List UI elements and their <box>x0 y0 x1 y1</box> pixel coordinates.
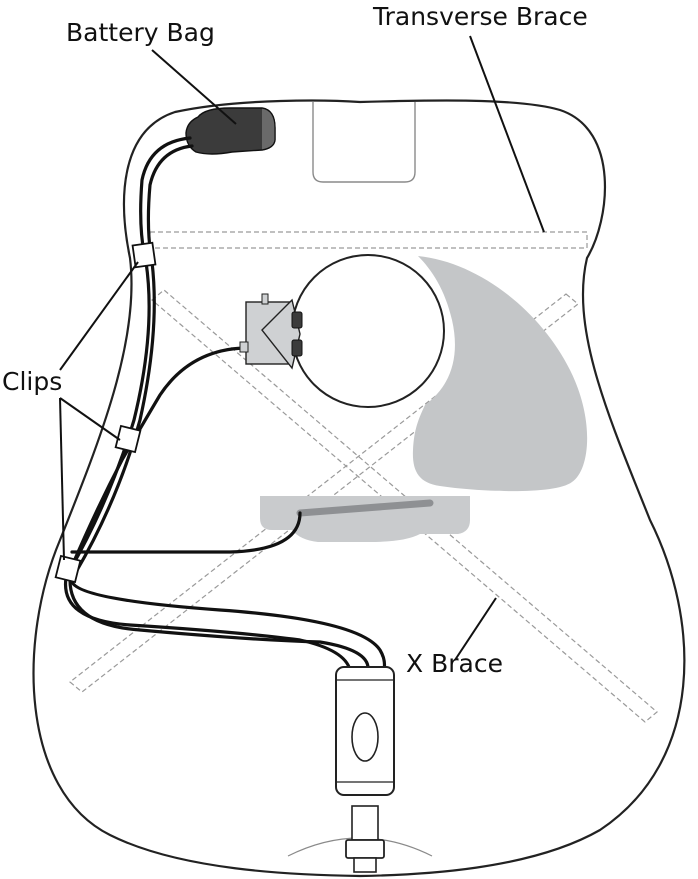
preamp-knob-bottom <box>292 340 302 356</box>
preamp-unit <box>240 294 302 368</box>
label-battery-bag: Battery Bag <box>66 18 215 47</box>
clip-bottom <box>56 556 81 582</box>
jack-nut <box>346 840 384 858</box>
preamp-knob-top <box>292 312 302 328</box>
soundhole <box>292 255 444 407</box>
battery-bag <box>186 108 275 154</box>
jack-shaft <box>352 806 378 840</box>
label-clips: Clips <box>2 367 62 396</box>
jack-end <box>354 858 376 872</box>
preamp-tab <box>262 294 268 304</box>
jack-label-oval <box>352 713 378 761</box>
label-transverse-brace: Transverse Brace <box>372 2 588 31</box>
label-x-brace: X Brace <box>406 649 503 678</box>
battery-bag-body <box>186 108 275 154</box>
preamp-connector <box>240 342 248 352</box>
